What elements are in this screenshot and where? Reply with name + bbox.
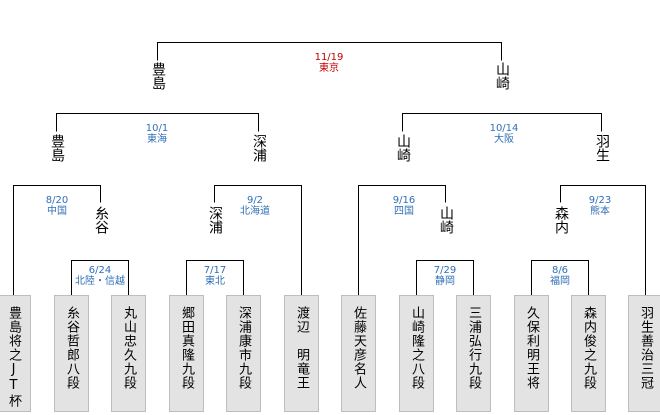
final-date: 11/19 — [314, 52, 344, 63]
player-name: 三浦弘行九段 — [466, 306, 481, 390]
r1-3-date: 7/29 — [433, 265, 457, 276]
final-match-info: 11/19 東京 — [315, 52, 344, 74]
round1-2-connector — [186, 260, 244, 296]
sf1-venue: 東海 — [147, 134, 167, 145]
player-box: 三浦弘行九段 — [456, 295, 491, 412]
player-box: 山崎隆之八段 — [399, 295, 434, 412]
r1-2-date: 7/17 — [203, 265, 227, 276]
sf2-right-name: 羽生 — [594, 134, 610, 162]
r1-1-date: 6/24 — [88, 265, 112, 276]
r1-2-match-info: 7/17 東北 — [204, 265, 226, 287]
player-name: 久保利明王将 — [524, 306, 539, 390]
r2-3-match-info: 9/16 四国 — [393, 195, 415, 217]
player-box: 郷田真隆九段 — [169, 295, 204, 412]
r2-1-date: 8/20 — [45, 195, 69, 206]
player-box: 佐藤天彦名人 — [341, 295, 376, 412]
round2-4-connector — [560, 185, 646, 296]
player-box: 糸谷哲郎八段 — [54, 295, 89, 412]
r1-1-venue: 北陸・信越 — [75, 276, 125, 287]
r2-4-date: 9/23 — [588, 195, 612, 206]
r2-3-date: 9/16 — [392, 195, 416, 206]
r2-4-venue: 熊本 — [590, 206, 610, 217]
player-name: 山崎隆之八段 — [409, 306, 424, 390]
sf2-venue: 大阪 — [493, 134, 514, 145]
sf1-left-name: 豊島 — [49, 134, 65, 162]
r1-3-match-info: 7/29 静岡 — [434, 265, 456, 287]
sf2-date: 10/14 — [489, 123, 519, 134]
player-name: 佐藤天彦名人 — [351, 306, 366, 390]
player-box: 丸山忠久九段 — [111, 295, 146, 412]
player-box: 豊島将之JT杯 — [0, 295, 31, 412]
player-name: 豊島将之JT杯 — [6, 306, 21, 408]
semifinal-2-connector — [402, 113, 602, 132]
r1-4-venue: 福岡 — [550, 276, 570, 287]
r2-2-venue: 北海道 — [240, 206, 270, 217]
player-box: 渡辺 明竜王 — [284, 295, 319, 412]
r2-2-left-name: 深浦 — [207, 206, 223, 234]
final-left-name: 豊島 — [150, 62, 166, 90]
semifinal-1-connector — [56, 113, 259, 132]
round1-4-connector — [531, 260, 589, 296]
r1-3-venue: 静岡 — [435, 276, 455, 287]
r2-3-right-name: 山崎 — [438, 206, 454, 234]
final-venue: 東京 — [318, 63, 339, 74]
sf1-match-info: 10/1 東海 — [146, 123, 168, 145]
player-name: 羽生善治三冠 — [638, 306, 653, 390]
player-name: 郷田真隆九段 — [179, 306, 194, 390]
r2-4-left-name: 森内 — [553, 206, 569, 234]
player-name: 糸谷哲郎八段 — [64, 306, 79, 390]
r2-1-right-name: 糸谷 — [93, 206, 109, 234]
sf2-left-name: 山崎 — [395, 134, 411, 162]
sf2-match-info: 10/14 大阪 — [490, 123, 519, 145]
r2-4-match-info: 9/23 熊本 — [589, 195, 611, 217]
player-name: 丸山忠久九段 — [121, 306, 136, 390]
final-connector — [157, 42, 502, 61]
player-box: 羽生善治三冠 — [628, 295, 660, 412]
r1-4-date: 8/6 — [551, 265, 569, 276]
player-box: 久保利明王将 — [514, 295, 549, 412]
r2-1-venue: 中国 — [47, 206, 67, 217]
round1-1-connector — [71, 260, 129, 296]
sf1-date: 10/1 — [145, 123, 169, 134]
final-right-name: 山崎 — [494, 62, 510, 90]
r2-3-venue: 四国 — [394, 206, 414, 217]
round2-1-connector — [13, 185, 101, 296]
r1-2-venue: 東北 — [205, 276, 225, 287]
player-name: 深浦康市九段 — [236, 306, 251, 390]
player-box: 深浦康市九段 — [226, 295, 261, 412]
r2-1-match-info: 8/20 中国 — [46, 195, 68, 217]
r1-4-match-info: 8/6 福岡 — [550, 265, 570, 287]
round2-2-connector — [214, 185, 302, 296]
sf1-right-name: 深浦 — [251, 134, 267, 162]
player-box: 森内俊之九段 — [571, 295, 606, 412]
player-name: 森内俊之九段 — [581, 306, 596, 390]
r1-1-match-info: 6/24 北陸・信越 — [75, 265, 125, 287]
round2-3-connector — [358, 185, 446, 296]
r2-2-date: 9/2 — [246, 195, 264, 206]
round1-3-connector — [416, 260, 474, 296]
r2-2-match-info: 9/2 北海道 — [240, 195, 270, 217]
player-name: 渡辺 明竜王 — [294, 306, 309, 390]
